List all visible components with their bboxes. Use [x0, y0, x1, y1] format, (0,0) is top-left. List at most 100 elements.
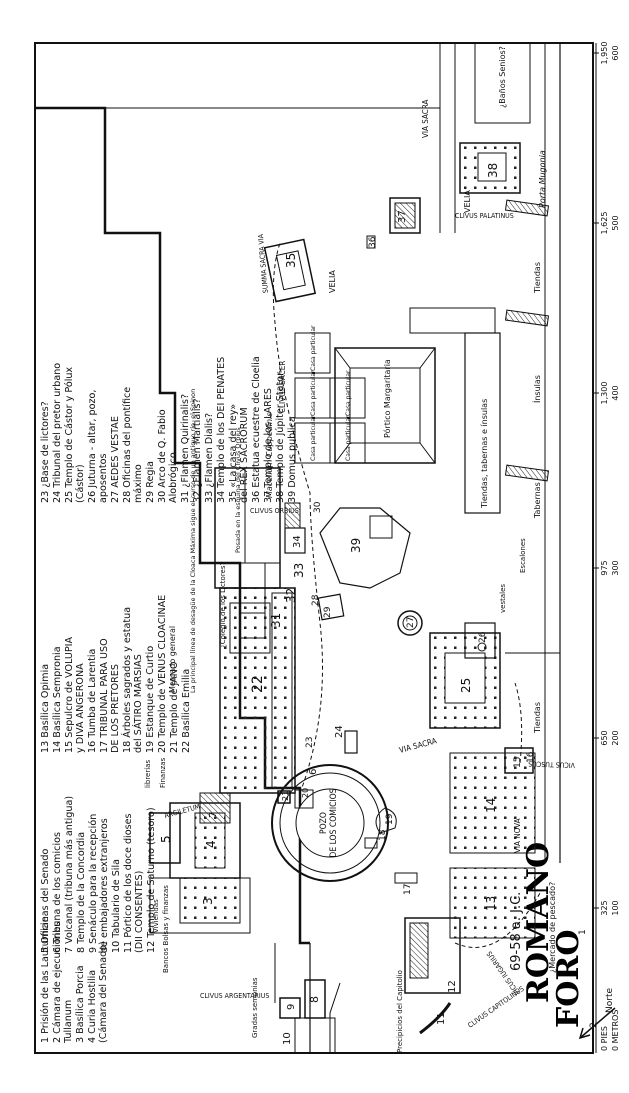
scale-pies-325: 325: [600, 900, 609, 915]
label-cloaca: La principal línea de desagüe de la Cloa…: [189, 389, 197, 693]
street-via-sacra: VIA SACRA: [398, 736, 437, 755]
num-2: 2: [589, 1022, 599, 1028]
num-18: 18: [378, 829, 388, 841]
tribunal-pretores: [394, 872, 418, 884]
legend-item-30: 30 Arco de Q. Fabio: [157, 409, 168, 503]
legend-item-4-line-2: (Cámara del Senado): [97, 941, 109, 1043]
legend-item-26-line-2: aposentos: [98, 454, 109, 503]
legend-item-8: 8 Templo de la Concordia: [76, 832, 87, 953]
num-35: 35: [284, 253, 298, 268]
num-12: 12: [447, 980, 458, 993]
legend-item-5: 5 Oficinas del Senado: [40, 849, 51, 953]
street-vicus-tuscus: VICUS TUSCUS: [528, 759, 575, 769]
scale-metros-label: 0 METROS: [611, 1010, 620, 1051]
label-macellum: Macellum Cuppedinis: [265, 413, 274, 498]
legend-item-1: 1 Prisión de las Lautumiae: [39, 916, 51, 1043]
legend-item-21: 21 Templo de JANO: [169, 661, 180, 753]
num-19: 19: [385, 813, 395, 825]
legend-item-10: 10 Tabulario de Sila: [111, 859, 122, 953]
scale-metros-600: 600: [611, 45, 620, 60]
street-clivus-orbius: CLIVUS ORBIUS: [250, 507, 299, 515]
label-tabernas: Tabernas: [533, 482, 542, 519]
num-33: 33: [292, 563, 306, 578]
label-tiendas-short: Tiendas: [533, 262, 542, 294]
label-bancos: Bancos Bolsas y finanzas: [162, 885, 170, 973]
legend-item-26: 26 Juturna - altar, pozo,: [87, 390, 98, 503]
pozo-label: POZODE LOS COMICIOS: [319, 788, 339, 857]
num-21: 21: [281, 791, 290, 801]
label-escalones: Escalones: [519, 538, 527, 573]
legend-item-2: 2 Cámara de ejecuciones: [51, 922, 63, 1044]
label-casa-3: Casa particular: [310, 325, 317, 371]
legend-item-12: 12 Templo de Saturno (tesoro): [146, 807, 157, 953]
num-4: 4: [204, 840, 218, 848]
sepulcro-volupia: [504, 747, 534, 774]
scale-metros-200: 200: [611, 730, 620, 745]
legend-item-39: 39 Domus publica: [287, 416, 298, 503]
scale-pies-label: 0 PIES: [600, 1026, 609, 1051]
label-tiendas-tabernas: Tiendas, tabernas e ínsulas: [480, 399, 489, 509]
legend-item-28-line-2: máximo: [132, 464, 144, 503]
num-22: 22: [250, 675, 266, 693]
legend-item-36: 36 Estatua ecuestre de Cloelia: [251, 356, 262, 503]
num-13: 13: [484, 896, 498, 911]
building-5: [149, 812, 181, 864]
legend-item-37: 37 Templo de los LARES: [263, 388, 274, 503]
legend-item-30-line-2: Alobrógico: [167, 452, 179, 503]
num-32: 32: [284, 588, 298, 603]
senaculum: [279, 997, 301, 1019]
scale-metros-100: 100: [611, 900, 620, 915]
legend-item-27: 27 AEDES VESTAE: [110, 416, 121, 503]
legend-item-7: 7 Volcanal (tribuna más antigua): [63, 796, 75, 953]
legend-item-16: 16 Tumba de Larentia: [87, 649, 98, 753]
label-mercado-pescado: ¿Mercado de pescado?: [548, 882, 557, 973]
num-9: 9: [286, 1004, 297, 1010]
num-36: 36: [368, 236, 378, 248]
north-label: Norte: [605, 988, 615, 1013]
num-8: 8: [308, 996, 321, 1003]
num-37: 37: [397, 210, 408, 223]
num-7: 7: [208, 812, 219, 818]
num-38: 38: [486, 163, 500, 178]
legend-item-22: 22 Basílica Emilia: [180, 669, 192, 753]
aedes-vestae: [397, 610, 423, 636]
legend-item-11: 11 Pórtico de los doce dioses: [122, 814, 134, 953]
label-tiendas: Tiendas: [533, 702, 542, 734]
legend-item-13: 13 Basílica Opimia: [39, 664, 51, 753]
label-colegio: ¿Colegio de los Lictores?: [219, 561, 227, 648]
num-23: 23: [305, 737, 315, 748]
legend-item-17-line-2: DE LOS PRETORES: [110, 664, 121, 753]
legend-item-6: 6 Tribuna de los comicios: [52, 832, 63, 953]
legend-item-19: 19 Estanque de Curtio: [145, 646, 156, 753]
legend-item-18: 18 Árboles sagrados y estatua: [120, 607, 133, 753]
title-line-1: FORO: [551, 930, 586, 1029]
legend-item-18-line-2: del SÁTIRO MARSIAS: [131, 654, 144, 753]
legend-item-32: 32 ¿Flamen Martialis?: [192, 398, 203, 503]
street-via-sacra-right: VIA SACRA: [421, 100, 430, 138]
num-29: 29: [323, 606, 333, 618]
num-17: 17: [403, 884, 413, 895]
lacus-curtius: [375, 807, 397, 834]
num-5: 5: [159, 835, 173, 843]
num-26: 26: [478, 631, 488, 643]
street-clivus-capitolinus: CLIVUS CAPITOLINUS: [467, 985, 526, 1030]
label-vestales: vestales: [499, 584, 507, 613]
label-mercado: Mercado general: [168, 626, 177, 693]
street-via-nova: VIA NOVA: [513, 818, 522, 853]
label-casa-5: Casa particular: [345, 370, 352, 416]
legend-item-25: 25 Templo de Cástor y Pólux: [63, 367, 75, 503]
label-librerias: librerías: [144, 760, 152, 788]
num-6: 6: [308, 769, 319, 775]
num-28: 28: [311, 594, 321, 606]
label-portico: Pórtico Margaritaria: [382, 359, 392, 438]
legend-item-28: 28 Oficinas del pontífice: [121, 387, 133, 503]
temple-lares: [389, 197, 421, 234]
label-velia-2: VELIA: [463, 190, 472, 213]
label-porta: Porta Mugonia: [538, 150, 547, 208]
label-viviendas: Viviendas: [152, 899, 160, 933]
label-banos: ¿Baños Senios?: [498, 46, 507, 108]
